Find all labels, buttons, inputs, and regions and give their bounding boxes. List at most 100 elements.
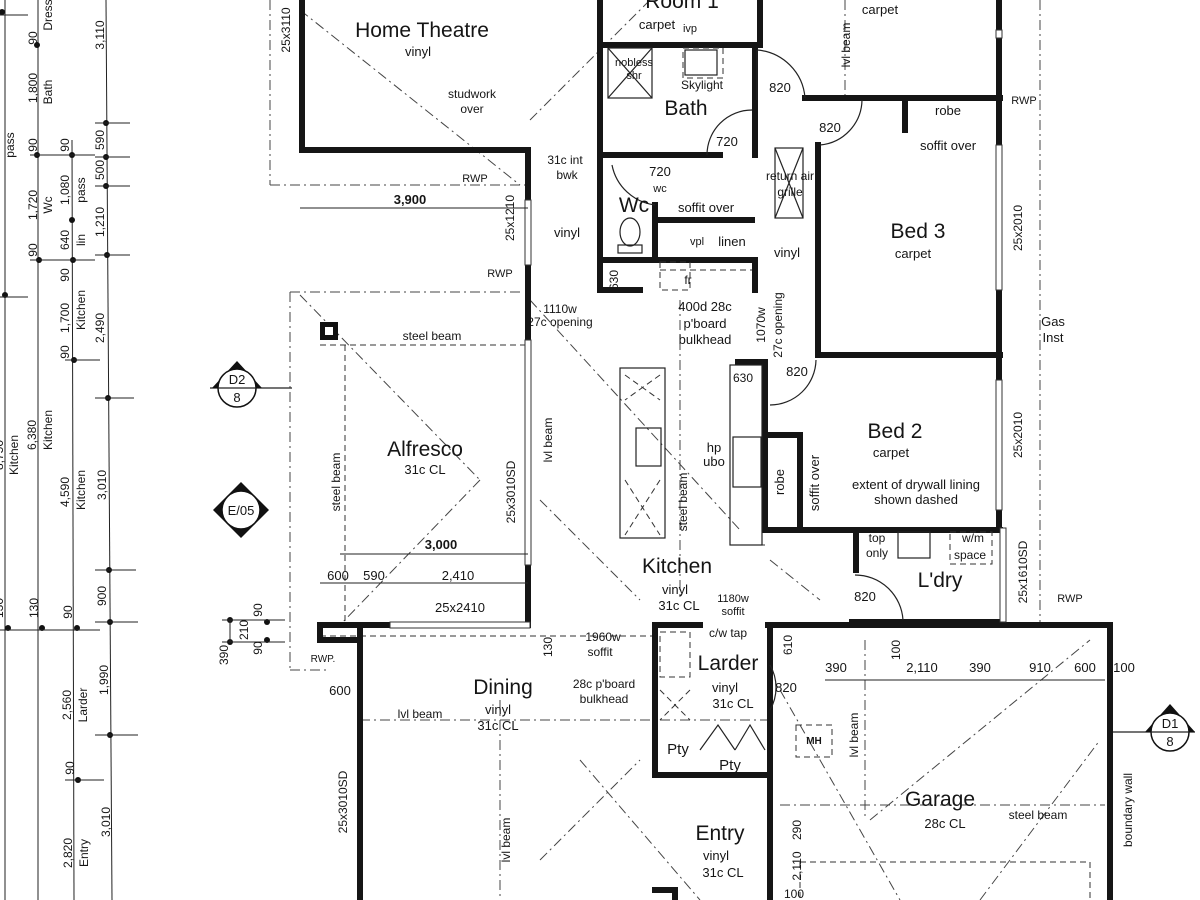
label-wc-small: wc bbox=[652, 183, 667, 195]
label-dim-610: 610 bbox=[781, 635, 795, 655]
label-rwp5: RWP. bbox=[311, 654, 336, 665]
label-rwp4: RWP bbox=[1057, 593, 1082, 605]
label-dim-l2-90e: 90 bbox=[63, 761, 77, 775]
label-g-2110: 2,110 bbox=[906, 660, 938, 675]
label-win-25x3110: 25x3110 bbox=[279, 7, 293, 52]
label-dim-l2-2560: 2,560 bbox=[60, 690, 74, 720]
label-dim-l1-1800: 1,800 bbox=[26, 73, 40, 103]
label-open-1110-1: 1110w bbox=[543, 302, 577, 316]
label-hall-vinyl: vinyl bbox=[554, 225, 580, 240]
label-dim-630a: 630 bbox=[607, 270, 621, 290]
label-dim-l2-kitchen: Kitchen bbox=[74, 290, 88, 330]
label-dim-s-210: 210 bbox=[237, 620, 251, 640]
label-g-290: 290 bbox=[790, 820, 804, 840]
label-dim-l1-bath: Bath bbox=[41, 80, 55, 105]
label-home-theatre-floor: vinyl bbox=[405, 44, 431, 59]
roof-lines bbox=[269, 0, 1105, 900]
label-dim-l1-dress: Dress bbox=[41, 0, 55, 31]
label-dim-l3-1990: 1,990 bbox=[97, 665, 111, 695]
label-gas2: Inst bbox=[1043, 330, 1064, 345]
label-win-25x1610: 25x1610SD bbox=[1016, 540, 1030, 603]
label-studwork1: studwork bbox=[448, 87, 497, 101]
label-soffit-over3: soffit over bbox=[807, 454, 822, 511]
label-dim-l2-larder: Larder bbox=[76, 688, 90, 723]
label-open-1070-2: 27c opening bbox=[771, 292, 785, 357]
label-mh: MH bbox=[806, 736, 822, 747]
label-gas1: Gas bbox=[1041, 314, 1065, 329]
label-steel-beam-g: steel beam bbox=[1009, 808, 1068, 822]
label-g-390a: 390 bbox=[825, 660, 847, 675]
label-dim-l0-130: 130 bbox=[0, 598, 6, 618]
label-robe1: robe bbox=[935, 103, 961, 118]
label-soffit-1960-2: soffit bbox=[587, 645, 613, 659]
label-nobless1: nobless bbox=[615, 57, 653, 69]
section-marker-d2[interactable]: D2 8 bbox=[210, 361, 292, 408]
label-dim-l3-3110: 3,110 bbox=[93, 20, 107, 49]
label-dim-l3-1210: 1,210 bbox=[93, 207, 107, 237]
label-dining-floor: vinyl bbox=[485, 702, 511, 717]
label-entry: Entry bbox=[695, 822, 745, 845]
label-ubo: ubo bbox=[703, 454, 725, 469]
label-bed3: Bed 3 bbox=[891, 220, 946, 243]
label-wm2: space bbox=[954, 548, 986, 562]
label-hp: hp bbox=[707, 440, 721, 455]
label-larder: Larder bbox=[698, 652, 759, 675]
label-dim-l1-90a: 90 bbox=[26, 31, 40, 45]
label-bulkhead1: 400d 28c bbox=[678, 299, 732, 314]
label-dim-l1-kitchen: Kitchen bbox=[41, 410, 55, 450]
marker-d2-top: D2 bbox=[229, 372, 246, 387]
label-dim-s-90a: 90 bbox=[251, 603, 265, 617]
label-soffit-over2: soffit over bbox=[920, 138, 977, 153]
label-dim-590: 590 bbox=[363, 568, 385, 583]
label-lvl-beam-a: lvl beam bbox=[541, 418, 555, 463]
label-lvl-beam-e: lvl beam bbox=[499, 818, 513, 863]
label-drywall2: shown dashed bbox=[874, 492, 958, 507]
label-bulkhead2: p'board bbox=[684, 316, 727, 331]
label-dim-l1-wc: Wc bbox=[41, 196, 55, 213]
label-door-820b: 820 bbox=[819, 120, 841, 135]
label-return-air1: return air bbox=[766, 169, 814, 183]
label-entry-cl: 31c CL bbox=[702, 865, 743, 880]
label-room1-ivp: ivp bbox=[683, 23, 697, 35]
label-dim-l3-3010b: 3,010 bbox=[99, 807, 113, 837]
label-g-600: 600 bbox=[1074, 660, 1096, 675]
doors bbox=[611, 49, 904, 751]
label-dim-l2-2820: 2,820 bbox=[61, 838, 75, 868]
label-int-bwk1: 31c int bbox=[547, 153, 583, 167]
label-dim-s-390: 390 bbox=[217, 645, 231, 665]
fixtures bbox=[300, 47, 1105, 758]
label-garage: Garage bbox=[905, 788, 975, 811]
label-wc: Wc bbox=[619, 194, 649, 217]
label-dim-3000: 3,000 bbox=[425, 537, 458, 552]
label-home-theatre: Home Theatre bbox=[355, 19, 489, 42]
label-skylight: Skylight bbox=[681, 78, 724, 92]
label-soffit-1960-1: 1960w bbox=[585, 630, 621, 644]
label-dim-l1-pass: pass bbox=[3, 132, 17, 157]
label-dim-l1-130: 130 bbox=[27, 598, 41, 618]
label-dim-630b: 630 bbox=[733, 371, 753, 385]
label-lvl-beam-d: lvl beam bbox=[398, 707, 443, 721]
label-open-1070-1: 1070w bbox=[754, 307, 768, 343]
label-boundary-wall: boundary wall bbox=[1121, 773, 1135, 847]
label-g-2110v: 2,110 bbox=[790, 851, 804, 880]
label-wm1: w/m bbox=[961, 531, 984, 545]
label-g-100: 100 bbox=[1113, 660, 1135, 675]
label-nobless2: shr bbox=[626, 70, 642, 82]
label-dim-l2-90b: 90 bbox=[58, 268, 72, 282]
label-soffit-1180-1: 1180w bbox=[717, 593, 749, 605]
label-dim-l0-8750: 8,750 bbox=[0, 440, 6, 470]
label-entry-floor: vinyl bbox=[703, 848, 729, 863]
label-lvl-beam-g: lvl beam bbox=[847, 713, 861, 758]
section-marker-d1[interactable]: D1 8 bbox=[1113, 704, 1195, 752]
label-lvl-beam-top: lvl beam bbox=[839, 23, 853, 68]
label-bed2: Bed 2 bbox=[868, 420, 923, 443]
label-return-air2: grille bbox=[777, 185, 803, 199]
label-dim-l1-1720: 1,720 bbox=[26, 190, 40, 220]
label-dim-l2-lin: lin bbox=[74, 234, 88, 246]
label-door-720b: 720 bbox=[649, 164, 671, 179]
elevation-marker-e05[interactable]: E/05 bbox=[213, 482, 269, 538]
label-open-1110-2: 27c opening bbox=[527, 315, 592, 329]
label-dim-l2-4590: 4,590 bbox=[58, 477, 72, 507]
